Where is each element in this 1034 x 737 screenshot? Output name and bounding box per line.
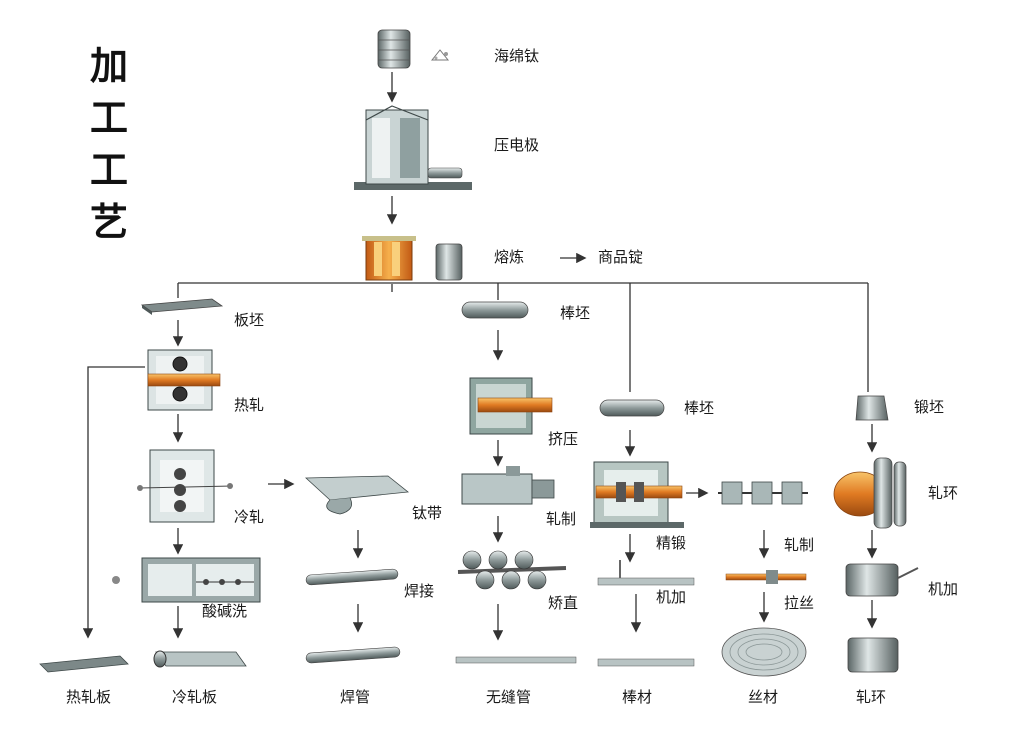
wire-drawing-icon <box>725 570 807 584</box>
cold-rolled-plate-icon <box>153 650 247 668</box>
label-ti-strip: 钛带 <box>412 504 443 522</box>
product-bar: 棒材 <box>622 688 653 706</box>
ti-strip-icon <box>304 475 410 515</box>
precision-forging-icon <box>590 461 684 528</box>
hot-rolling-mill-icon <box>147 349 221 411</box>
seamless-tube-product-icon <box>455 656 577 664</box>
label-bar-billet-2: 棒坯 <box>684 399 715 417</box>
ring-rolling-icon <box>833 457 907 529</box>
label-wire-draw: 拉丝 <box>784 594 815 612</box>
product-wire: 丝材 <box>748 688 779 706</box>
label-machining-1: 机加 <box>656 588 687 606</box>
title-char-1: 加 <box>89 44 128 88</box>
welded-tube-unfinished-icon <box>305 568 399 586</box>
title-char-2: 工 <box>89 96 128 140</box>
slab-icon <box>140 298 224 315</box>
sponge-particles-icon <box>430 49 450 61</box>
label-forge-billet: 锻坯 <box>914 398 945 416</box>
ring-product-icon <box>847 637 899 673</box>
hot-rolled-plate-icon <box>39 655 129 673</box>
label-hot-roll: 热轧 <box>234 396 265 414</box>
bar-product-icon <box>597 658 695 667</box>
ring-machining-icon <box>845 563 919 597</box>
label-ring-roll: 轧环 <box>928 484 959 502</box>
product-seamless-tube: 无缝管 <box>486 688 532 706</box>
label-cold-roll: 冷轧 <box>234 508 265 526</box>
wire-rolling-stands-icon <box>718 481 808 505</box>
label-machining-2: 机加 <box>928 580 959 598</box>
bar-billet-icon <box>461 301 529 319</box>
product-hot-plate: 热轧板 <box>66 688 112 706</box>
bar-billet-2-icon <box>599 399 665 417</box>
wire-coil-icon <box>721 627 807 677</box>
pickling-line-icon <box>112 557 261 603</box>
product-welded-tube: 焊管 <box>340 688 371 706</box>
machining-bar-icon <box>597 560 695 586</box>
title-char-3: 工 <box>89 148 128 192</box>
product-ring: 轧环 <box>856 688 887 706</box>
electrode-press-icon <box>354 105 472 190</box>
rolling-mill-1-icon <box>461 466 555 505</box>
product-cold-plate: 冷轧板 <box>172 688 218 706</box>
page-title: 加 工 工 艺 <box>84 40 134 248</box>
flow-lines <box>82 72 878 641</box>
cold-rolling-mill-icon <box>137 449 233 523</box>
ingot-cylinder-icon <box>435 243 463 281</box>
label-bar-billet-1: 棒坯 <box>560 304 591 322</box>
title-char-4: 艺 <box>89 200 128 244</box>
extrusion-press-icon <box>469 377 553 435</box>
label-precision-forge: 精锻 <box>656 534 687 552</box>
melting-crucible-icon <box>362 236 416 281</box>
label-extrusion: 挤压 <box>548 430 579 448</box>
welded-tube-product-icon <box>305 646 401 664</box>
label-welding: 焊接 <box>404 582 435 600</box>
label-rolling-1: 轧制 <box>546 510 577 528</box>
label-straighten: 矫直 <box>548 594 579 612</box>
label-rolling-2: 轧制 <box>784 536 815 554</box>
sponge-ti-drum-icon <box>377 29 411 69</box>
label-electrode: 压电极 <box>494 136 540 154</box>
label-slab: 板坯 <box>234 311 265 329</box>
label-ingot: 商品锭 <box>598 248 644 266</box>
straightening-rollers-icon <box>457 550 567 590</box>
label-melting: 熔炼 <box>494 248 525 266</box>
forge-billet-icon <box>855 395 889 421</box>
label-sponge-ti: 海绵钛 <box>494 47 540 65</box>
label-pickle: 酸碱洗 <box>202 602 248 620</box>
